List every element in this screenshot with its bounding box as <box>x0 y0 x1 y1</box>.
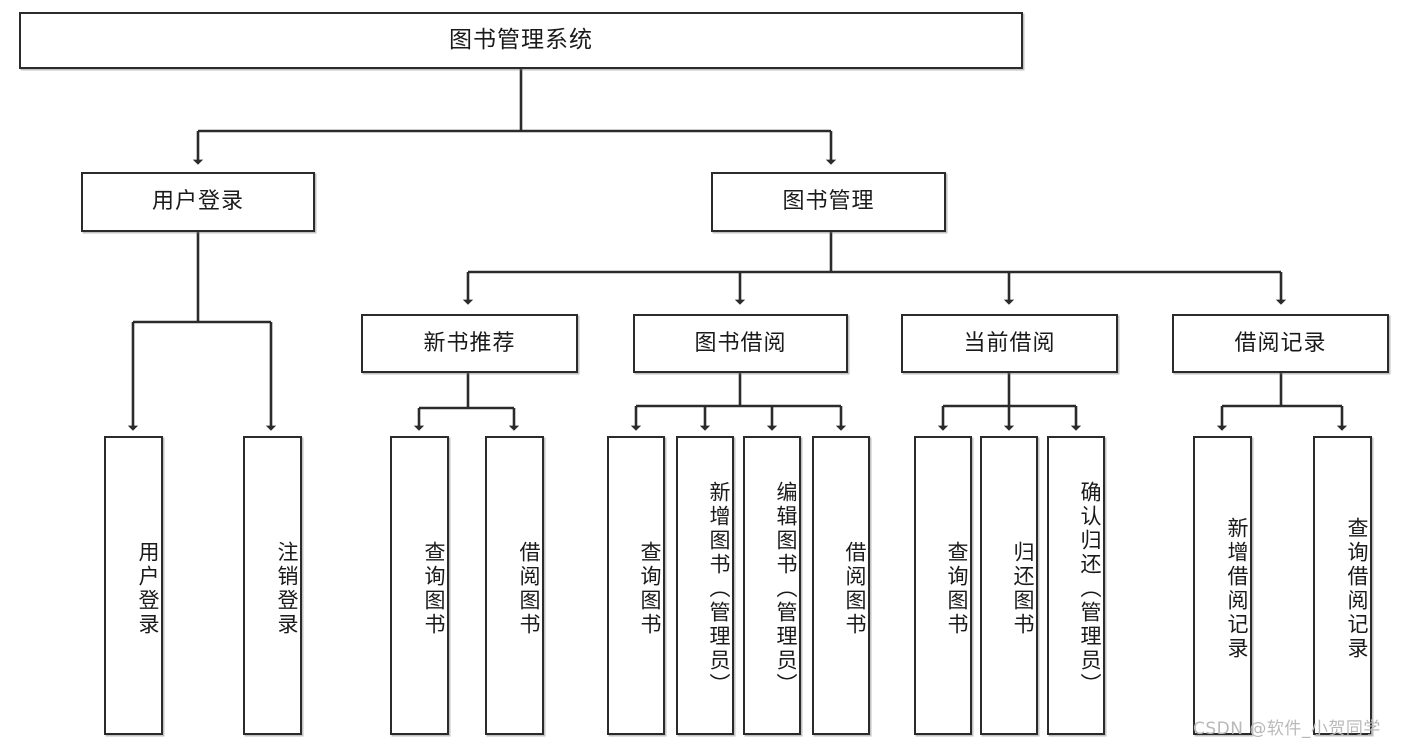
node-leaf-current-borrow-1-label: 归还图书 <box>1011 540 1035 637</box>
node-leaf-borrow-record-1[interactable]: 查询借阅记录 <box>1313 436 1372 735</box>
node-book-borrow[interactable]: 图书借阅 <box>633 314 848 373</box>
node-borrow-record[interactable]: 借阅记录 <box>1172 314 1389 373</box>
node-root[interactable]: 图书管理系统 <box>19 12 1023 69</box>
node-leaf-book-borrow-2-label: 编辑图书（管理员） <box>774 480 798 697</box>
node-leaf-user-login-0[interactable]: 用户登录 <box>104 436 163 735</box>
node-book-borrow-label: 图书借阅 <box>694 330 787 356</box>
node-leaf-current-borrow-1[interactable]: 归还图书 <box>980 436 1038 735</box>
csdn-watermark: CSDN @软件_小贺同学 <box>1193 719 1381 739</box>
node-leaf-book-borrow-1[interactable]: 新增图书（管理员） <box>676 436 734 735</box>
node-leaf-current-borrow-2[interactable]: 确认归还（管理员） <box>1047 436 1105 735</box>
node-leaf-book-borrow-0-label: 查询图书 <box>638 540 662 637</box>
node-leaf-user-login-0-label: 用户登录 <box>136 540 160 637</box>
node-leaf-new-book-0-label: 查询图书 <box>422 540 446 637</box>
node-leaf-book-borrow-2[interactable]: 编辑图书（管理员） <box>743 436 801 735</box>
node-book-management-label: 图书管理 <box>782 189 875 215</box>
node-user-login[interactable]: 用户登录 <box>81 172 315 232</box>
node-root-label: 图书管理系统 <box>449 27 593 54</box>
node-leaf-book-borrow-3-label: 借阅图书 <box>843 540 867 637</box>
node-user-login-label: 用户登录 <box>151 189 244 215</box>
node-leaf-borrow-record-1-label: 查询借阅记录 <box>1345 516 1369 661</box>
node-leaf-book-borrow-0[interactable]: 查询图书 <box>607 436 665 735</box>
node-borrow-record-label: 借阅记录 <box>1234 330 1327 356</box>
node-current-borrow[interactable]: 当前借阅 <box>901 314 1118 373</box>
node-leaf-user-login-1-label: 注销登录 <box>275 540 299 637</box>
node-leaf-current-borrow-0[interactable]: 查询图书 <box>914 436 972 735</box>
node-new-book-recommend-label: 新书推荐 <box>423 330 516 356</box>
node-current-borrow-label: 当前借阅 <box>963 330 1056 356</box>
node-leaf-book-borrow-3[interactable]: 借阅图书 <box>812 436 870 735</box>
node-leaf-new-book-1-label: 借阅图书 <box>517 540 541 637</box>
node-book-management[interactable]: 图书管理 <box>711 172 946 232</box>
node-leaf-user-login-1[interactable]: 注销登录 <box>243 436 302 735</box>
node-leaf-borrow-record-0-label: 新增借阅记录 <box>1225 516 1249 661</box>
node-leaf-new-book-0[interactable]: 查询图书 <box>390 436 449 735</box>
node-leaf-borrow-record-0[interactable]: 新增借阅记录 <box>1193 436 1252 735</box>
node-leaf-new-book-1[interactable]: 借阅图书 <box>485 436 544 735</box>
node-leaf-current-borrow-2-label: 确认归还（管理员） <box>1078 480 1102 697</box>
node-leaf-book-borrow-1-label: 新增图书（管理员） <box>707 480 731 697</box>
node-leaf-current-borrow-0-label: 查询图书 <box>945 540 969 637</box>
node-new-book-recommend[interactable]: 新书推荐 <box>361 314 578 373</box>
